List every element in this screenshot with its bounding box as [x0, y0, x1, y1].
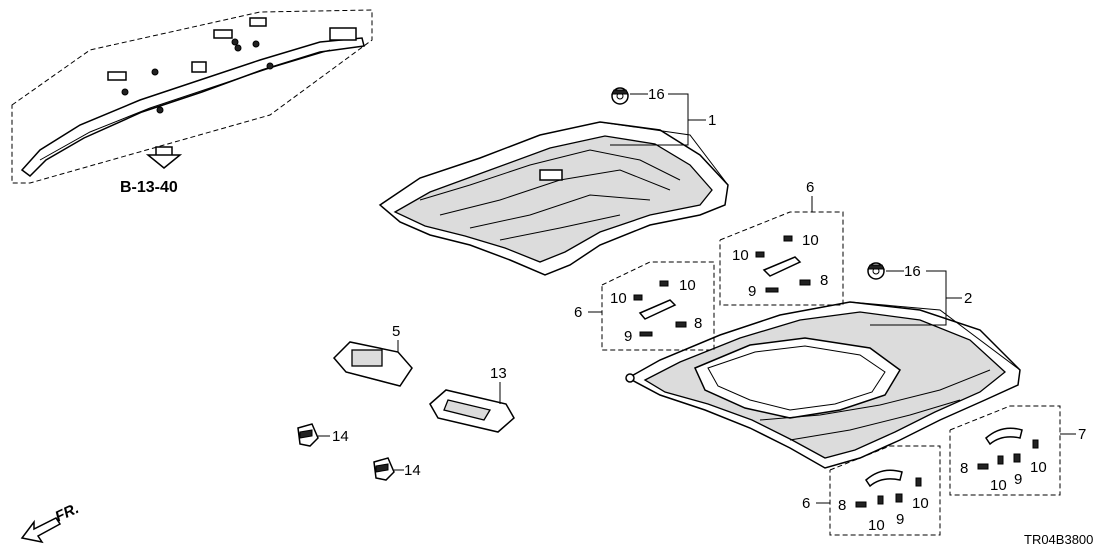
callout-10-d[interactable]: 10 — [679, 277, 696, 294]
roof-lining-1[interactable] — [378, 121, 729, 276]
grab-rail-kit-7: 7 10 8 10 9 — [949, 405, 1086, 496]
callout-16-upper[interactable]: 16 — [648, 86, 665, 103]
clip-10-h[interactable] — [877, 495, 884, 505]
callout-10-g[interactable]: 10 — [912, 495, 929, 512]
callout-10-f[interactable]: 10 — [990, 477, 1007, 494]
clip-10-d[interactable] — [659, 280, 669, 287]
grab-rail-kit-6-lower: 6 10 8 10 9 — [802, 445, 941, 536]
side-curtain-airbag[interactable] — [20, 17, 365, 177]
side-curtain-airbag-group: B-13-40 — [11, 9, 373, 196]
callout-9-b[interactable]: 9 — [624, 328, 632, 345]
clip-10-a[interactable] — [755, 251, 765, 258]
clip-10-b[interactable] — [783, 235, 793, 242]
callout-9-c[interactable]: 9 — [1014, 471, 1022, 488]
callout-8-b[interactable]: 8 — [694, 315, 702, 332]
callout-6-middle[interactable]: 6 — [574, 304, 582, 321]
holder-14-lower[interactable] — [373, 457, 395, 481]
sunvisor-13[interactable] — [429, 389, 515, 433]
callout-1[interactable]: 1 — [708, 112, 716, 129]
reference-label[interactable]: B-13-40 — [120, 179, 178, 196]
grab-rail-upper[interactable] — [762, 256, 802, 277]
callout-10-a[interactable]: 10 — [732, 247, 749, 264]
front-arrow-icon — [20, 517, 62, 544]
cap-8-c[interactable] — [977, 463, 989, 470]
callout-9-a[interactable]: 9 — [748, 283, 756, 300]
screw-9-b[interactable] — [639, 331, 653, 337]
holder-14-upper[interactable] — [297, 423, 319, 447]
callout-10-b[interactable]: 10 — [802, 232, 819, 249]
front-direction-indicator: FR. — [20, 500, 82, 544]
cap-8-d[interactable] — [855, 501, 867, 508]
screw-9-a[interactable] — [765, 287, 779, 293]
callout-8-c[interactable]: 8 — [960, 460, 968, 477]
callout-2[interactable]: 2 — [964, 290, 972, 307]
callout-10-h[interactable]: 10 — [868, 517, 885, 534]
diagram-code: TR04B3800 — [1024, 532, 1093, 547]
cap-8-b[interactable] — [675, 321, 687, 328]
callout-8-d[interactable]: 8 — [838, 497, 846, 514]
callout-10-e[interactable]: 10 — [1030, 459, 1047, 476]
screw-9-c[interactable] — [1013, 453, 1021, 463]
grab-rail-kit-6-upper: 6 10 10 9 8 — [719, 179, 844, 306]
grab-rail-lower[interactable] — [865, 469, 903, 488]
front-label: FR. — [53, 500, 82, 526]
clip-10-c[interactable] — [633, 294, 643, 301]
grab-rail-middle[interactable] — [638, 299, 677, 320]
clip-10-e[interactable] — [1032, 439, 1039, 449]
callout-14-lower[interactable]: 14 — [404, 462, 421, 479]
callout-9-d[interactable]: 9 — [896, 511, 904, 528]
screw-9-d[interactable] — [895, 493, 903, 503]
grab-rail-kit-6-middle: 6 10 10 9 8 — [574, 261, 715, 351]
callout-7[interactable]: 7 — [1078, 426, 1086, 443]
callout-16-lower[interactable]: 16 — [904, 263, 921, 280]
clip-16-lower[interactable] — [867, 262, 885, 280]
callout-6-lower[interactable]: 6 — [802, 495, 810, 512]
cap-8-a[interactable] — [799, 279, 811, 286]
callout-14-upper[interactable]: 14 — [332, 428, 349, 445]
clip-10-f[interactable] — [997, 455, 1004, 465]
sunvisor-5[interactable] — [332, 341, 413, 387]
roof-lining-2[interactable] — [625, 301, 1021, 469]
clip-10-g[interactable] — [915, 477, 922, 487]
grab-rail-right[interactable] — [985, 427, 1023, 446]
airbag-bolts — [121, 38, 274, 114]
callout-6-upper[interactable]: 6 — [806, 179, 814, 196]
callout-10-c[interactable]: 10 — [610, 290, 627, 307]
clip-16-upper[interactable] — [611, 87, 629, 105]
reference-arrow-icon — [145, 146, 183, 169]
callout-8-a[interactable]: 8 — [820, 272, 828, 289]
callout-5[interactable]: 5 — [392, 323, 400, 340]
callout-13[interactable]: 13 — [490, 365, 507, 382]
